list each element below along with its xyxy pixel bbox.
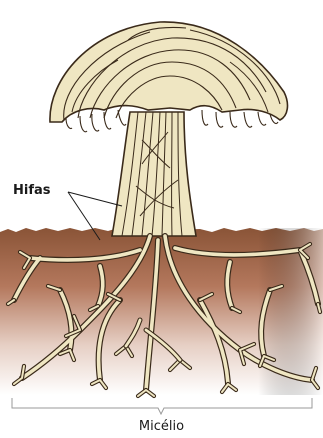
mushroom-cap bbox=[50, 22, 288, 122]
mushroom-stem bbox=[112, 112, 196, 236]
hyphae-label: Hifas bbox=[13, 183, 51, 198]
mycelium-label: Micélio bbox=[0, 419, 323, 434]
mycelium-bracket bbox=[12, 398, 312, 414]
